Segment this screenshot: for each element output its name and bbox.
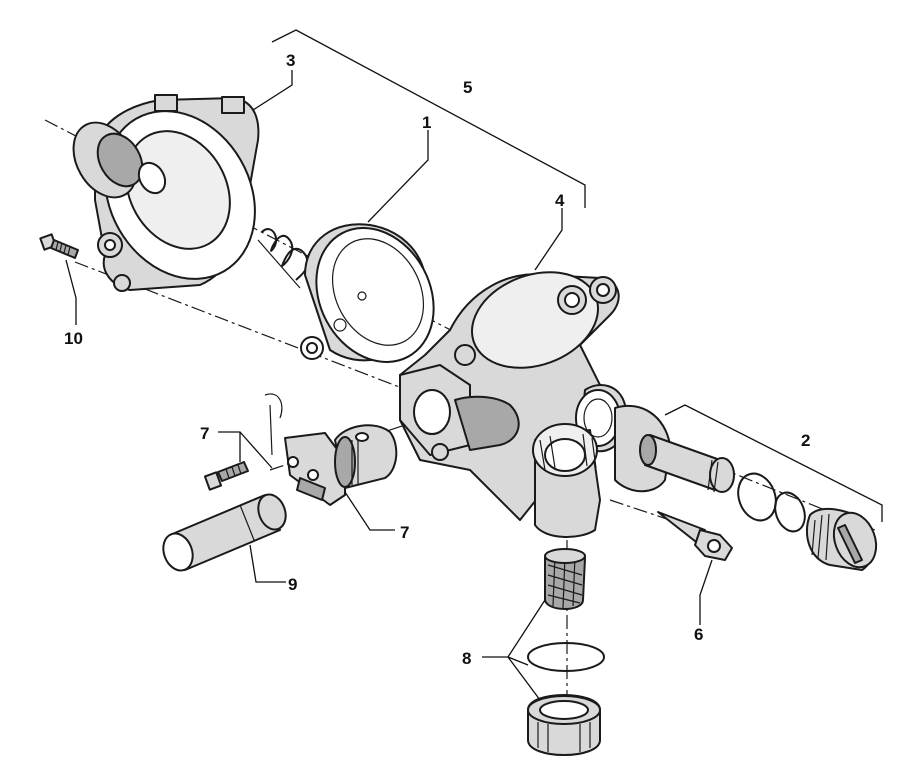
sleeve-part-9	[162, 493, 287, 572]
label-7-actuator: 7	[400, 523, 409, 542]
leader-lines	[65, 70, 713, 701]
label-6: 6	[694, 625, 703, 644]
label-2: 2	[801, 431, 810, 450]
label-5: 5	[463, 78, 472, 97]
plug-group-part-2	[639, 434, 878, 571]
part-labels: 1 2 3 4 5 6 7 7 8 9 10	[64, 51, 810, 668]
screw-part-7	[203, 461, 249, 491]
valve-body-part-4	[399, 271, 671, 538]
bracket-5	[271, 29, 586, 208]
bleed-screw-part-6	[657, 511, 733, 561]
filter-group-part-8	[527, 548, 605, 756]
label-1: 1	[422, 113, 431, 132]
cover-part-3	[72, 94, 260, 292]
label-9: 9	[288, 575, 297, 594]
label-8: 8	[462, 649, 471, 668]
spring	[257, 228, 309, 289]
label-10: 10	[64, 329, 83, 348]
bracket-2	[664, 404, 883, 522]
screw-part-10	[39, 233, 79, 259]
diaphragm-part-1	[300, 223, 435, 363]
label-7-screw: 7	[200, 424, 209, 443]
label-4: 4	[555, 191, 565, 210]
label-3: 3	[286, 51, 295, 70]
actuator-part-7	[264, 393, 398, 506]
